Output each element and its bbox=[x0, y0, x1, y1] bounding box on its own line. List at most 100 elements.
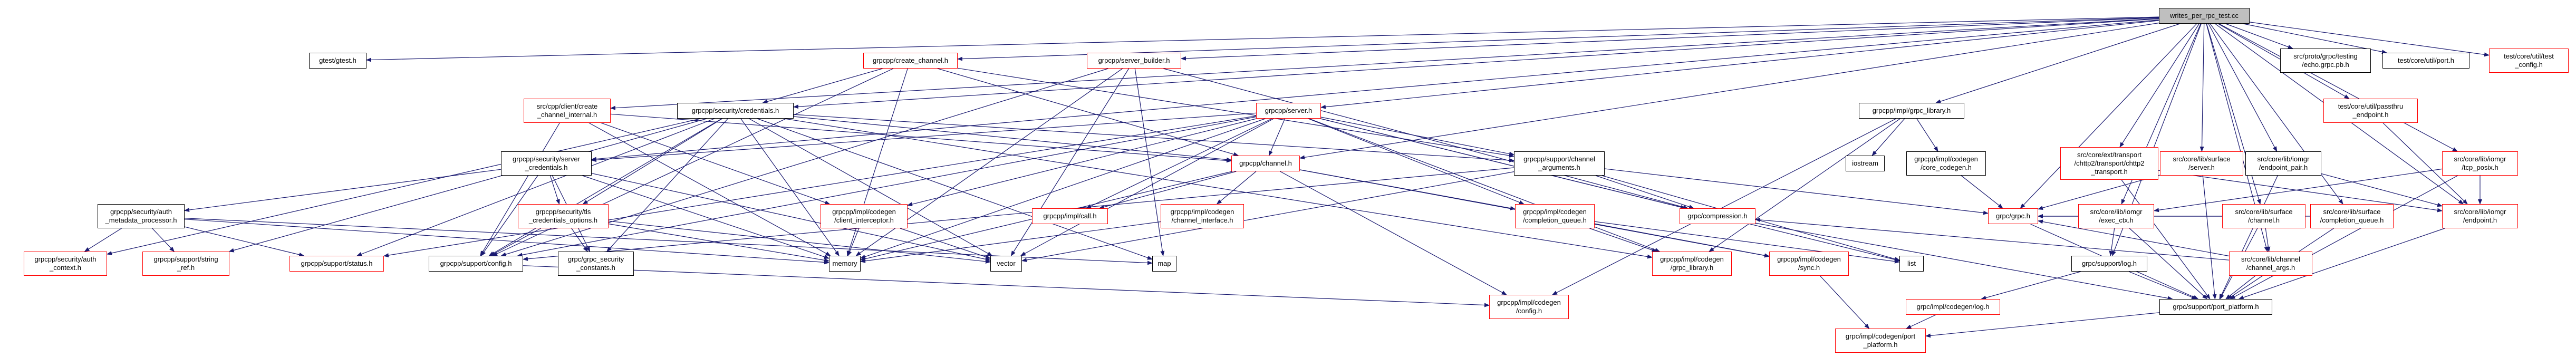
include-edge-server_builder-to-map bbox=[1134, 68, 1165, 256]
include-edge-server_credentials-to-tls bbox=[549, 175, 560, 205]
graph-node-codegen_config[interactable]: grpcpp/impl/codegen /config.h bbox=[1489, 295, 1569, 319]
graph-node-client_interceptor[interactable]: grpcpp/impl/codegen /client_interceptor.… bbox=[821, 204, 908, 228]
graph-node-create_channel[interactable]: grpcpp/create_channel.h bbox=[863, 53, 958, 69]
include-edge-impl_grpc_library-to-codegen_config bbox=[1552, 118, 1896, 295]
include-edge-credentials-to-map bbox=[757, 118, 1153, 260]
graph-node-channel_arguments[interactable]: grpcpp/support/channel _arguments.h bbox=[1514, 151, 1605, 176]
include-edge-cci-to-support_config bbox=[480, 122, 560, 256]
graph-node-auth_context[interactable]: grpcpp/security/auth _context.h bbox=[24, 252, 107, 276]
include-edge-channel_args-to-support_port_platform bbox=[2225, 275, 2256, 300]
graph-node-server_h[interactable]: grpcpp/server.h bbox=[1256, 103, 1321, 119]
graph-node-amp[interactable]: grpcpp/security/auth _metadata_processor… bbox=[98, 204, 185, 228]
graph-node-codegen_log[interactable]: grpc/impl/codegen/log.h bbox=[1906, 299, 2000, 315]
include-edge-server_h-to-impl_call bbox=[1086, 118, 1272, 209]
include-edge-main-to-server_builder bbox=[1181, 17, 2159, 61]
include-edge-server_h-to-channel_arguments bbox=[1320, 117, 1514, 156]
graph-node-status_h[interactable]: grpcpp/support/status.h bbox=[290, 256, 384, 272]
include-edge-main-to-cci bbox=[610, 18, 2159, 110]
graph-node-sec_constants[interactable]: grpc/grpc_security _constants.h bbox=[558, 252, 634, 276]
graph-node-main: writes_per_rpc_test.cc bbox=[2159, 8, 2250, 24]
include-edge-surface_server-to-grpc_h bbox=[2038, 175, 2160, 210]
include-edge-server_h-to-compression bbox=[1320, 118, 1686, 209]
include-edge-server_credentials-to-support_config bbox=[481, 175, 538, 256]
include-edge-channel_h-to-codegen_config bbox=[1280, 171, 1507, 295]
graph-node-support_config[interactable]: grpcpp/support/config.h bbox=[429, 256, 523, 272]
include-edge-credentials-to-sec_constants bbox=[606, 118, 728, 252]
include-edge-channel_arguments-to-grpc_h bbox=[1604, 168, 1989, 215]
include-edge-server_credentials-to-memory bbox=[582, 175, 829, 259]
graph-node-surface_channel[interactable]: src/core/lib/surface /channel.h bbox=[2222, 204, 2305, 228]
include-edge-main-to-grpc_h bbox=[2020, 23, 2197, 209]
include-edge-tls-to-support_config bbox=[489, 228, 541, 256]
include-edge-surface_server-to-support_port_platform bbox=[2202, 175, 2217, 300]
include-edge-main-to-chttp2 bbox=[2119, 23, 2199, 148]
graph-node-compression[interactable]: grpc/compression.h bbox=[1680, 208, 1755, 224]
include-edge-main-to-echo_pb bbox=[2225, 23, 2293, 49]
graph-node-cci[interactable]: src/cpp/client/create _channel_internal.… bbox=[524, 99, 611, 123]
graph-node-channel_args[interactable]: src/core/lib/channel /channel_args.h bbox=[2229, 252, 2312, 276]
graph-node-server_credentials[interactable]: grpcpp/security/server _credentials.h bbox=[501, 151, 592, 176]
include-edge-server_h-to-channel_h bbox=[1268, 118, 1286, 156]
graph-node-grpc_h[interactable]: grpc/grpc.h bbox=[1988, 208, 2038, 224]
graph-node-endpoint_pair[interactable]: src/core/lib/iomgr /endpoint_pair.h bbox=[2245, 151, 2321, 176]
include-edge-main-to-surface_server bbox=[2199, 23, 2205, 152]
graph-node-passthru[interactable]: test/core/util/passthru _endpoint.h bbox=[2323, 99, 2418, 123]
graph-node-endpoint_h[interactable]: src/core/lib/iomgr /endpoint.h bbox=[2442, 204, 2518, 228]
include-edge-support_log-to-codegen_log bbox=[1981, 271, 2081, 300]
include-edge-tls-to-sec_constants bbox=[571, 228, 588, 252]
include-edge-create_channel-to-channel_h bbox=[937, 68, 1239, 157]
graph-node-memory[interactable]: memory bbox=[829, 256, 861, 272]
graph-node-exec_ctx[interactable]: src/core/lib/iomgr /exec_ctx.h bbox=[2078, 204, 2154, 228]
graph-node-test_config[interactable]: test/core/util/test _config.h bbox=[2489, 49, 2569, 73]
graph-node-iostream[interactable]: iostream bbox=[1846, 156, 1885, 171]
include-edge-tcp_posix-to-support_port_platform bbox=[2230, 175, 2458, 300]
graph-node-impl_call[interactable]: grpcpp/impl/call.h bbox=[1032, 208, 1108, 224]
include-edge-client_interceptor-to-vector bbox=[900, 228, 991, 259]
graph-node-map[interactable]: map bbox=[1152, 256, 1176, 272]
graph-node-channel_interface[interactable]: grpcpp/impl/codegen /channel_interface.h bbox=[1161, 204, 1244, 228]
include-edge-amp-to-status_h bbox=[184, 226, 305, 257]
include-edge-channel_arguments-to-vector bbox=[1021, 171, 1514, 262]
graph-node-string_ref[interactable]: grpcpp/support/string _ref.h bbox=[142, 252, 229, 276]
graph-node-port_h[interactable]: test/core/util/port.h bbox=[2382, 53, 2469, 69]
graph-node-surface_server[interactable]: src/core/lib/surface /server.h bbox=[2160, 151, 2243, 176]
include-edge-server_builder-to-vector bbox=[1010, 68, 1130, 256]
graph-node-list[interactable]: list bbox=[1899, 256, 1924, 272]
graph-node-codegen_sync[interactable]: grpcpp/impl/codegen /sync.h bbox=[1769, 252, 1849, 276]
graph-node-impl_grpc_library[interactable]: grpcpp/impl/grpc_library.h bbox=[1859, 103, 1964, 119]
include-edge-server_h-to-client_interceptor bbox=[907, 118, 1257, 207]
include-edge-main-to-server_credentials bbox=[591, 20, 2159, 161]
graph-node-tcp_posix[interactable]: src/core/lib/iomgr /tcp_posix.h bbox=[2442, 151, 2518, 176]
graph-node-server_builder[interactable]: grpcpp/server_builder.h bbox=[1087, 53, 1181, 69]
graph-node-gtest[interactable]: gtest/gtest.h bbox=[309, 53, 366, 69]
graph-node-channel_h[interactable]: grpcpp/channel.h bbox=[1231, 156, 1300, 171]
include-edge-server_h-to-vector bbox=[1020, 118, 1274, 256]
graph-node-support_log[interactable]: grpc/support/log.h bbox=[2071, 256, 2147, 272]
include-edge-codegen_cq-to-codegen_grpc_library bbox=[1589, 228, 1657, 252]
include-edge-impl_grpc_library-to-core_codegen bbox=[1916, 118, 1938, 152]
include-edge-main-to-endpoint_pair bbox=[2208, 23, 2278, 152]
include-edge-main-to-create_channel bbox=[957, 17, 2159, 61]
graph-node-chttp2[interactable]: src/core/ext/transport /chttp2/transport… bbox=[2060, 147, 2158, 180]
graph-node-tls[interactable]: grpcpp/security/tls _credentials_options… bbox=[518, 204, 609, 228]
include-edge-tcp_posix-to-exec_ctx bbox=[2154, 168, 2443, 213]
graph-node-codegen_cq[interactable]: grpcpp/impl/codegen /completion_queue.h bbox=[1515, 204, 1595, 228]
include-edge-client_interceptor-to-memory bbox=[847, 228, 860, 256]
graph-node-credentials[interactable]: grpcpp/security/credentials.h bbox=[677, 103, 794, 119]
graph-node-codegen_port_platform[interactable]: grpc/impl/codegen/port _platform.h bbox=[1835, 329, 1926, 353]
graph-node-codegen_grpc_library[interactable]: grpcpp/impl/codegen /grpc_library.h bbox=[1652, 252, 1732, 276]
graph-node-core_codegen[interactable]: grpcpp/impl/codegen /core_codegen.h bbox=[1906, 151, 1986, 176]
graph-node-support_port_platform[interactable]: grpc/support/port_platform.h bbox=[2159, 299, 2272, 315]
include-edge-channel_arguments-to-support_config bbox=[523, 167, 1514, 261]
include-edge-amp-to-auth_context bbox=[84, 228, 122, 252]
include-edge-server_h-to-status_h bbox=[383, 115, 1257, 258]
include-edge-amp-to-string_ref bbox=[152, 228, 175, 252]
graph-node-vector[interactable]: vector bbox=[990, 256, 1022, 272]
include-edge-impl_grpc_library-to-iostream bbox=[1871, 118, 1905, 156]
include-edge-exec_ctx-to-support_log bbox=[2109, 228, 2115, 256]
graph-node-surface_cq[interactable]: src/core/lib/surface /completion_queue.h bbox=[2310, 204, 2394, 228]
include-edge-credentials-to-auth_context bbox=[107, 118, 701, 255]
include-edge-endpoint_pair-to-support_port_platform bbox=[2219, 175, 2278, 300]
graph-node-echo_pb[interactable]: src/proto/grpc/testing /echo.grpc.pb.h bbox=[2280, 49, 2371, 73]
